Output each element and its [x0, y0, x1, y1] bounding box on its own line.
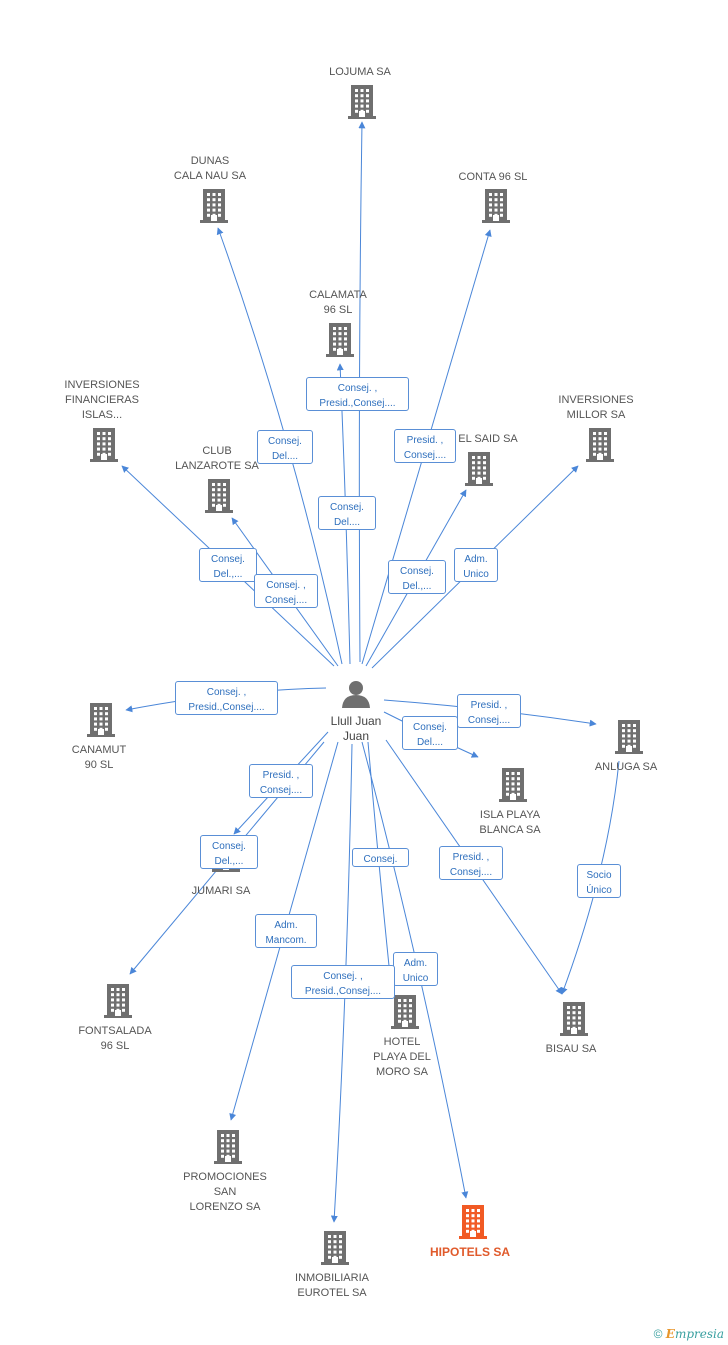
edge-label-fontsalada[interactable]: Consej. Del.,... [200, 835, 258, 869]
building-icon[interactable] [465, 452, 493, 486]
edge-label-lojuma[interactable]: Consej. , Presid.,Consej.... [306, 377, 409, 411]
edge-label-hipotels[interactable]: Adm. Unico [393, 952, 438, 986]
company-label-canamut[interactable]: CANAMUT 90 SL [71, 744, 127, 771]
edge-label-promociones[interactable]: Adm. Mancom. [255, 914, 317, 948]
building-icon[interactable] [560, 1002, 588, 1036]
company-label-anluga[interactable]: ANLUGA SA [594, 761, 658, 773]
company-label-hipotels[interactable]: HIPOTELS SA [429, 1245, 510, 1259]
edge-label-anluga-bisau[interactable]: Socio Único [577, 864, 621, 898]
edge-label-inmobiliaria[interactable]: Consej. , Presid.,Consej.... [291, 965, 395, 999]
edge-label-canamut[interactable]: Consej. , Presid.,Consej.... [175, 681, 278, 715]
building-icon[interactable] [326, 323, 354, 357]
company-label-conta[interactable]: CONTA 96 SL [458, 171, 528, 183]
edge-label-inv-millor[interactable]: Adm. Unico [454, 548, 498, 582]
building-icon[interactable] [104, 984, 132, 1018]
company-label-calamata[interactable]: CALAMATA 96 SL [309, 289, 367, 316]
empresia-logo: Empresia [665, 1327, 724, 1341]
building-icon[interactable] [499, 768, 527, 802]
company-label-inv-millor[interactable]: INVERSIONES MILLOR SA [558, 394, 634, 421]
building-icon[interactable] [90, 428, 118, 462]
company-label-hotel[interactable]: HOTEL PLAYA DEL MORO SA [373, 1036, 431, 1078]
person-name[interactable]: Llull Juan Juan [330, 714, 382, 743]
edge-label-jumari[interactable]: Presid. , Consej.... [249, 764, 313, 798]
building-icon[interactable] [321, 1231, 349, 1265]
edge-label-club[interactable]: Consej. , Consej.... [254, 574, 318, 608]
edge-label-hotel[interactable]: Consej. [352, 848, 409, 867]
company-label-inmobiliaria[interactable]: INMOBILIARIA EUROTEL SA [295, 1272, 369, 1299]
company-label-inv-fin[interactable]: INVERSIONES FINANCIERAS ISLAS... [64, 379, 140, 421]
company-label-bisau[interactable]: BISAU SA [545, 1043, 597, 1055]
company-label-elsaid[interactable]: EL SAID SA [458, 433, 518, 445]
edge-label-inv-fin[interactable]: Consej. Del.,... [199, 548, 257, 582]
building-icon[interactable] [87, 703, 115, 737]
building-icon[interactable] [615, 720, 643, 754]
footer-brand[interactable]: © Empresia [654, 1327, 724, 1341]
building-icon[interactable] [200, 189, 228, 223]
copyright-symbol: © [653, 1327, 663, 1341]
company-label-isla[interactable]: ISLA PLAYA BLANCA SA [479, 809, 541, 836]
edge-label-elsaid[interactable]: Consej. Del.,... [388, 560, 446, 594]
person-icon[interactable] [342, 681, 370, 708]
company-label-club[interactable]: CLUB LANZAROTE SA [175, 445, 259, 472]
company-label-jumari[interactable]: JUMARI SA [191, 885, 251, 897]
building-icon[interactable] [391, 995, 419, 1029]
edge-label-bisau[interactable]: Presid. , Consej.... [439, 846, 503, 880]
company-label-fontsalada[interactable]: FONTSALADA 96 SL [78, 1025, 152, 1052]
building-icon[interactable] [586, 428, 614, 462]
building-icon[interactable] [459, 1205, 487, 1239]
building-icon[interactable] [482, 189, 510, 223]
company-label-dunas[interactable]: DUNAS CALA NAU SA [173, 155, 247, 182]
building-icon[interactable] [205, 479, 233, 513]
edge-label-isla[interactable]: Consej. Del.... [402, 716, 458, 750]
building-icon[interactable] [214, 1130, 242, 1164]
edge-label-anluga[interactable]: Presid. , Consej.... [457, 694, 521, 728]
edge-label-calamata[interactable]: Consej. Del.... [318, 496, 376, 530]
edge-label-conta[interactable]: Presid. , Consej.... [394, 429, 456, 463]
building-icon[interactable] [348, 85, 376, 119]
company-label-lojuma[interactable]: LOJUMA SA [329, 66, 391, 78]
company-label-promociones[interactable]: PROMOCIONES SAN LORENZO SA [183, 1171, 267, 1213]
edge-label-dunas[interactable]: Consej. Del.... [257, 430, 313, 464]
